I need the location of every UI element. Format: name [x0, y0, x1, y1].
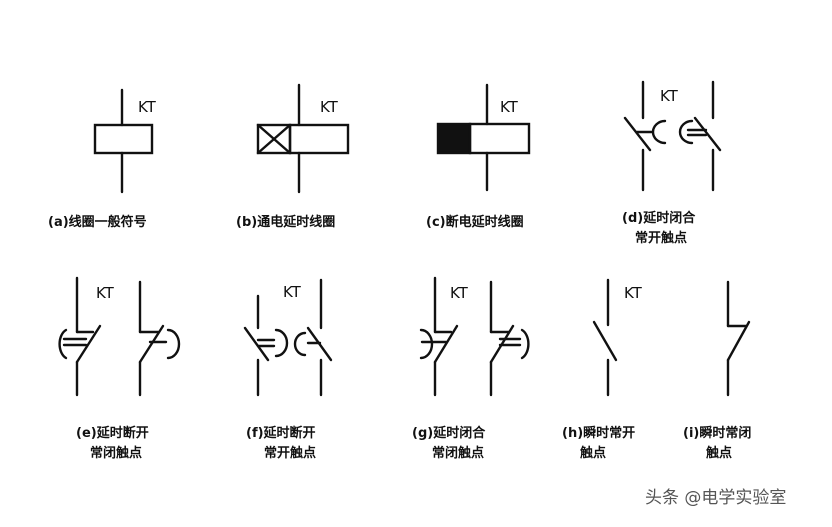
symbol-a-coil: KT (a)线圈一般符号: [48, 88, 157, 230]
caption-i-line1: (i)瞬时常闭: [683, 425, 751, 441]
symbol-b-on-delay-coil: KT (b)通电延时线圈: [236, 83, 350, 230]
caption-g-line2: 常闭触点: [432, 445, 484, 461]
symbol-d-delay-close-no-contact: KT (d)延时闭合 常开触点: [622, 80, 722, 246]
kt-label: KT: [320, 98, 339, 116]
symbol-i-instant-nc-contact: (i)瞬时常闭 触点: [683, 280, 751, 461]
symbol-c-off-delay-coil: KT (c)断电延时线圈: [426, 83, 531, 230]
symbol-g-delay-close-nc-contact: KT (g)延时闭合 常闭触点: [412, 276, 530, 461]
kt-label: KT: [283, 283, 302, 301]
caption-e-line1: (e)延时断开: [76, 425, 149, 441]
kt-label: KT: [96, 284, 115, 302]
caption-d-line1: (d)延时闭合: [622, 210, 696, 226]
watermark: 头条 @电学实验室: [645, 488, 786, 508]
caption-c-line1: (c)断电延时线圈: [426, 214, 524, 230]
caption-h-line1: (h)瞬时常开: [562, 425, 635, 441]
caption-d-line2: 常开触点: [635, 230, 687, 246]
caption-a-line1: (a)线圈一般符号: [48, 214, 147, 230]
symbol-e-delay-open-nc-contact: KT (e)延时断开 常闭触点: [58, 276, 181, 461]
caption-f-line2: 常开触点: [264, 445, 316, 461]
kt-label: KT: [660, 87, 679, 105]
symbol-f-delay-open-no-contact: KT (f)延时断开 常开触点: [243, 278, 333, 461]
caption-i-line2: 触点: [705, 445, 732, 461]
caption-e-line2: 常闭触点: [90, 445, 142, 461]
caption-g-line1: (g)延时闭合: [412, 425, 486, 441]
caption-f-line1: (f)延时断开: [246, 425, 316, 441]
caption-h-line2: 触点: [579, 445, 606, 461]
kt-label: KT: [138, 98, 157, 116]
kt-label: KT: [450, 284, 469, 302]
caption-b-line1: (b)通电延时线圈: [236, 214, 335, 230]
kt-label: KT: [624, 284, 643, 302]
kt-label: KT: [500, 98, 519, 116]
symbol-h-instant-no-contact: KT (h)瞬时常开 触点: [562, 278, 643, 461]
